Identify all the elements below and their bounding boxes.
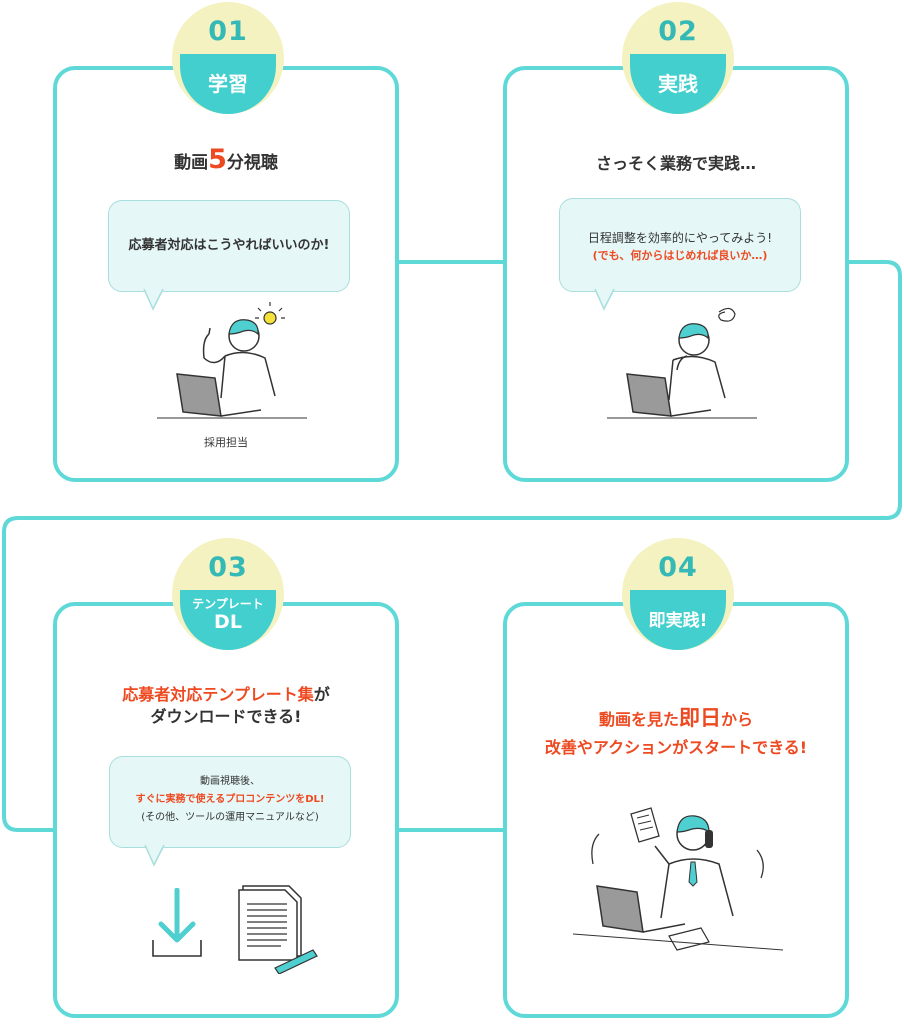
step-badge-04: 04 即実践! xyxy=(622,538,734,650)
step-headline: 応募者対応テンプレート集が ダウンロードできる! xyxy=(122,685,330,726)
step-card-02: 02 実践 さっそく業務で実践… 日程調整を効率的にやってみよう! (でも、何か… xyxy=(503,2,849,482)
step-number: 04 xyxy=(658,552,698,583)
speech-bubble: 日程調整を効率的にやってみよう! (でも、何からはじめれば良いか…) xyxy=(559,198,801,311)
speech-bubble: 応募者対応はこうやればいいのか! xyxy=(108,200,350,311)
step-label-sub: DL xyxy=(214,611,242,633)
speech-bubble: 動画視聴後、 すぐに実務で使えるプロコンテンツをDL! (その他、ツールの運用マ… xyxy=(109,756,351,867)
character-caption: 採用担当 xyxy=(204,436,248,449)
step-number: 01 xyxy=(208,16,248,47)
download-icon xyxy=(152,888,202,957)
step-badge-01: 01 学習 xyxy=(172,2,284,114)
step-card-04: 04 即実践! 動画を見た即日から 改善やアクションがスタートできる! xyxy=(503,538,849,1018)
step-label: 学習 xyxy=(208,72,248,96)
confused-worker-illustration xyxy=(607,307,757,419)
bubble-note: (その他、ツールの運用マニュアルなど) xyxy=(141,812,319,823)
step-number: 02 xyxy=(658,16,698,47)
step-headline: 動画5分視聴 xyxy=(174,144,278,175)
step-card-03: 03 テンプレート DL 応募者対応テンプレート集が ダウンロードできる! 動画… xyxy=(53,538,399,1018)
step-number: 03 xyxy=(208,552,248,583)
step-label: 即実践! xyxy=(648,611,708,631)
step-badge-03: 03 テンプレート DL xyxy=(172,538,284,650)
busy-worker-phone-illustration xyxy=(573,807,783,951)
document-pencil-icon xyxy=(238,885,318,974)
bubble-text: 応募者対応はこうやればいいのか! xyxy=(128,238,330,253)
step-card-01: 01 学習 動画5分視聴 応募者対応はこうやればいいのか! 採用担当 xyxy=(53,2,399,482)
recruiter-studying-illustration xyxy=(157,302,307,419)
step-headline: さっそく業務で実践… xyxy=(595,154,756,173)
step-headline: 動画を見た即日から 改善やアクションがスタートできる! xyxy=(544,706,808,757)
bubble-text: 動画視聴後、 xyxy=(200,776,260,787)
step-label: 実践 xyxy=(658,72,698,96)
bubble-subtext: (でも、何からはじめれば良いか…) xyxy=(592,249,768,262)
bubble-highlight: すぐに実務で使えるプロコンテンツをDL! xyxy=(135,794,325,805)
step-label: テンプレート xyxy=(192,597,264,611)
bubble-text: 日程調整を効率的にやってみよう! xyxy=(587,231,773,245)
step-badge-02: 02 実践 xyxy=(622,2,734,114)
